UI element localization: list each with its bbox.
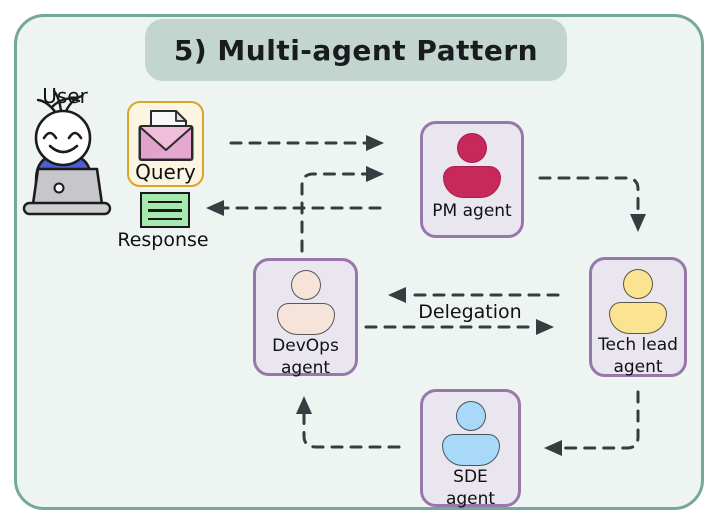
document-line bbox=[148, 217, 182, 221]
person-body bbox=[441, 434, 500, 466]
person-body bbox=[443, 166, 501, 198]
person-icon bbox=[443, 133, 501, 198]
person-head bbox=[623, 269, 653, 299]
pm-agent-label: PM agent bbox=[432, 201, 512, 221]
user-label: User bbox=[42, 84, 88, 108]
person-icon bbox=[609, 269, 667, 334]
devops-agent-label: DevOps agent bbox=[272, 336, 339, 378]
pm-agent-node: PM agent bbox=[420, 121, 524, 238]
document-line bbox=[148, 209, 182, 212]
delegation-edge-label: Delegation bbox=[418, 301, 522, 323]
response-box bbox=[140, 192, 190, 228]
person-head bbox=[290, 270, 321, 300]
document-line bbox=[148, 201, 182, 204]
sde-agent-node: SDE agent bbox=[420, 389, 521, 509]
title-banner: 5) Multi-agent Pattern bbox=[145, 19, 567, 81]
devops-agent-node: DevOps agent bbox=[253, 258, 358, 378]
person-icon bbox=[441, 401, 500, 466]
response-label: Response bbox=[117, 229, 209, 251]
person-head bbox=[457, 133, 487, 163]
person-body bbox=[609, 302, 667, 334]
person-body bbox=[276, 303, 335, 335]
page-title: 5) Multi-agent Pattern bbox=[173, 33, 539, 67]
tech-lead-agent-node: Tech lead agent bbox=[589, 257, 687, 377]
person-icon bbox=[276, 270, 335, 335]
tech-lead-agent-label: Tech lead agent bbox=[598, 335, 678, 377]
person-head bbox=[455, 401, 486, 431]
sde-agent-label: SDE agent bbox=[445, 467, 496, 509]
query-label: Query bbox=[135, 160, 196, 184]
